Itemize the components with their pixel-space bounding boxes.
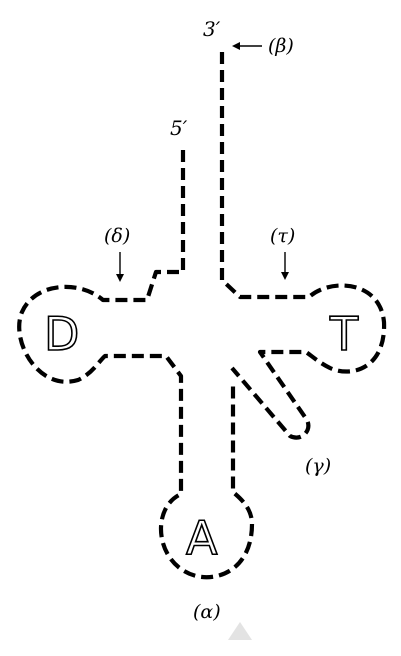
tau-label: (τ) [270, 225, 295, 247]
t-loop-letter: T [329, 307, 359, 361]
alpha-label: (α) [193, 601, 221, 623]
five-prime-label: 5′ [170, 116, 188, 140]
d-loop-letter: D [44, 307, 79, 361]
watermark-mark [228, 622, 252, 640]
anticodon-loop-letter: A [186, 511, 218, 565]
strand-three-prime-right [222, 52, 384, 438]
delta-arrow-head [116, 274, 124, 282]
delta-label: (δ) [104, 225, 130, 247]
beta-label: (β) [268, 35, 294, 57]
gamma-label: (γ) [305, 455, 331, 477]
beta-arrow-head [232, 42, 240, 50]
tau-arrow-head [281, 272, 289, 280]
three-prime-label: 3′ [203, 17, 221, 41]
